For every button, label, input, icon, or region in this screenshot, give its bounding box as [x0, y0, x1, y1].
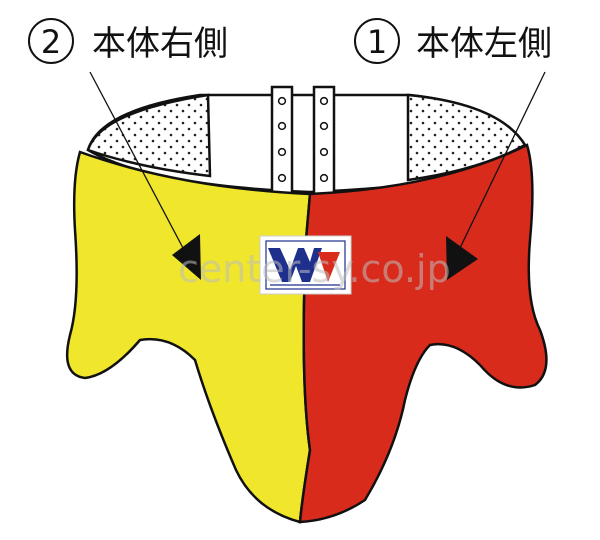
callout-number: 2: [41, 23, 61, 61]
callout-circle: [28, 18, 74, 64]
callout-label: 本体左側: [416, 24, 552, 64]
body-left-side-panel: [298, 143, 548, 524]
watermark: center-sy.co.jp: [178, 247, 451, 291]
arrowhead-right-side: [172, 234, 201, 280]
callout-left-side: 1 本体左側: [354, 18, 552, 64]
brand-logo: [259, 235, 352, 295]
callout-circle: [354, 18, 400, 64]
lacing-strip-left: [270, 85, 294, 197]
callout-label: 本体右側: [92, 24, 228, 64]
lacing-strip-right: [312, 85, 336, 197]
arrowhead-left-side: [446, 236, 478, 280]
leader-line-right-side: [89, 71, 184, 249]
body-right-side-panel: [65, 150, 312, 524]
callout-number: 1: [367, 23, 387, 61]
dotted-padding-left: [86, 93, 212, 178]
leader-line-left-side: [459, 71, 546, 249]
callout-right-side: 2 本体右側: [28, 18, 228, 64]
